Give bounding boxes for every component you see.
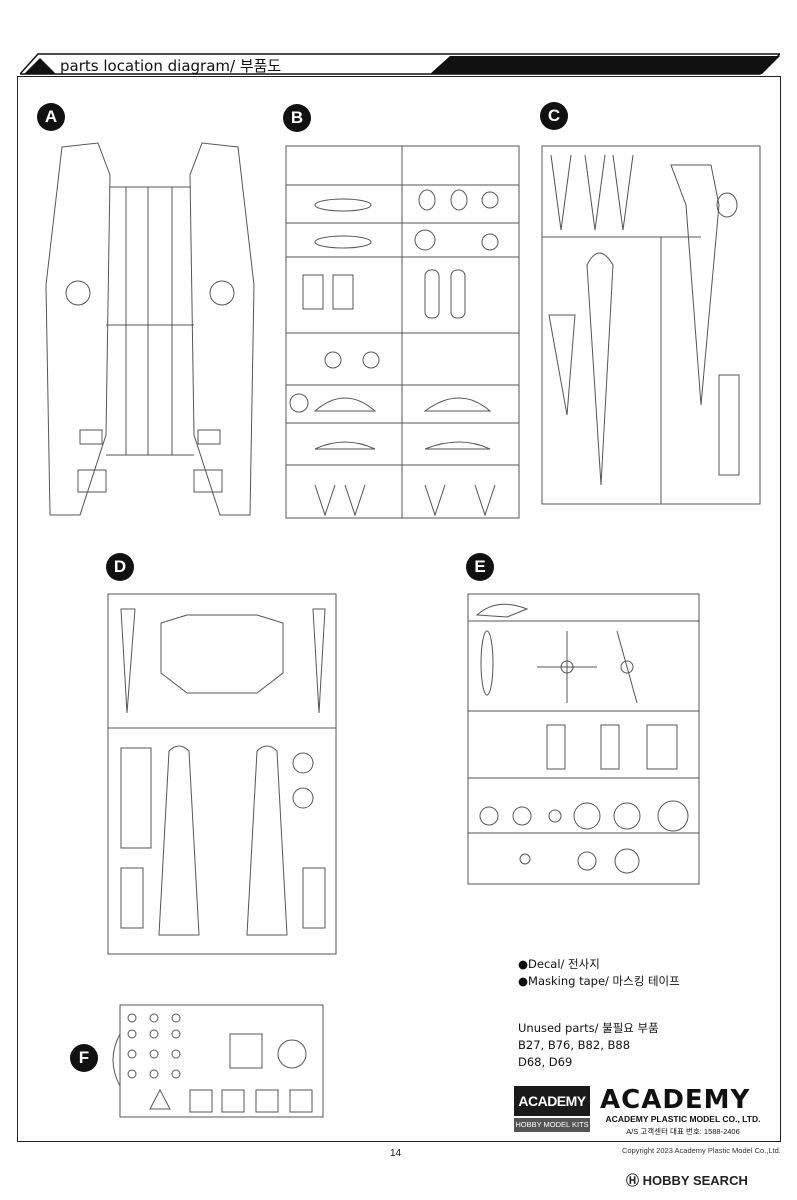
badge-logo-subtitle: HOBBY MODEL KITS bbox=[514, 1118, 590, 1132]
unused-parts-title: Unused parts/ 불필요 부품 bbox=[518, 1021, 659, 1035]
hobby-search-watermark: Ⓗ HOBBY SEARCH bbox=[626, 1170, 748, 1189]
sprue-e-diagram bbox=[467, 593, 700, 885]
sprue-label-f: F bbox=[70, 1044, 98, 1072]
copyright-text: Copyright 2023 Academy Plastic Model Co.… bbox=[622, 1146, 781, 1155]
wordmark-text: ACADEMY bbox=[600, 1085, 751, 1115]
unused-parts-line-2: D68, D69 bbox=[518, 1055, 573, 1069]
unused-parts-note: Unused parts/ 불필요 부품 B27, B76, B82, B88 … bbox=[518, 1020, 659, 1071]
sprue-d-diagram bbox=[107, 593, 337, 955]
academy-wordmark-logo: ACADEMY ACADEMY PLASTIC MODEL CO., LTD. … bbox=[600, 1086, 766, 1137]
company-name: ACADEMY PLASTIC MODEL CO., LTD. bbox=[605, 1114, 761, 1124]
supply-notes: ●Decal/ 전사지 ●Masking tape/ 마스킹 테이프 bbox=[518, 956, 680, 990]
academy-badge-logo: ACADEMY HOBBY MODEL KITS bbox=[514, 1086, 590, 1132]
sprue-b-diagram bbox=[285, 145, 520, 519]
service-number: A/S 고객센터 대표 번호: 1588-2406 bbox=[626, 1127, 740, 1136]
sprue-f-diagram bbox=[112, 1004, 324, 1118]
header-banner bbox=[20, 53, 780, 75]
badge-logo-text: ACADEMY bbox=[514, 1086, 590, 1116]
sprue-a-diagram bbox=[45, 142, 255, 516]
watermark-text: HOBBY SEARCH bbox=[642, 1173, 748, 1188]
masking-tape-note: ●Masking tape/ 마스킹 테이프 bbox=[518, 974, 680, 988]
diagram-frame bbox=[17, 76, 781, 1142]
decal-note: ●Decal/ 전사지 bbox=[518, 957, 600, 971]
sprue-label-e: E bbox=[466, 553, 494, 581]
sprue-label-c: C bbox=[540, 102, 568, 130]
sprue-label-a: A bbox=[37, 103, 65, 131]
page-number: 14 bbox=[390, 1148, 402, 1159]
sprue-label-d: D bbox=[106, 553, 134, 581]
triangle-icon bbox=[24, 58, 56, 74]
watermark-logo-icon: Ⓗ bbox=[626, 1173, 643, 1188]
unused-parts-line-1: B27, B76, B82, B88 bbox=[518, 1038, 631, 1052]
sprue-c-diagram bbox=[541, 145, 761, 505]
sprue-label-b: B bbox=[283, 104, 311, 132]
page-header: parts location diagram/ 부품도 bbox=[20, 52, 780, 76]
page-title: parts location diagram/ 부품도 bbox=[60, 57, 282, 75]
